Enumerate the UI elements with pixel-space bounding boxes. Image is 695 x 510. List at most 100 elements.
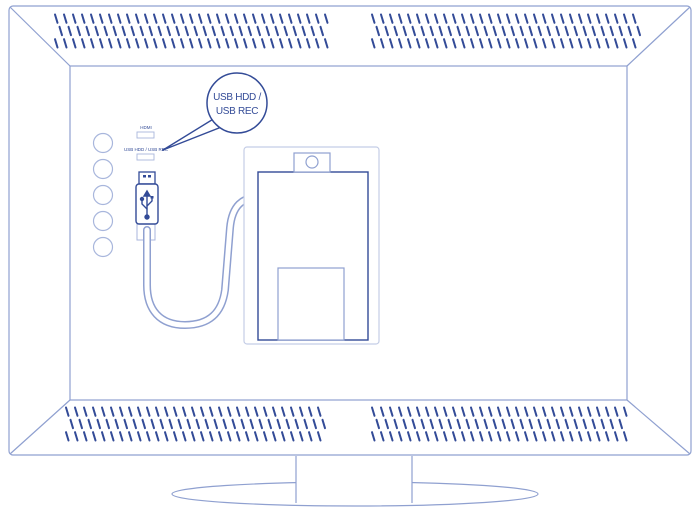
- vent-slot: [155, 431, 160, 442]
- vent-slot: [474, 25, 479, 37]
- vent-slot: [243, 13, 248, 24]
- vent-slot: [92, 431, 97, 442]
- vent-slot: [416, 13, 421, 24]
- vent-slot: [83, 431, 88, 442]
- vent-slot: [276, 418, 281, 430]
- vent-slot: [243, 38, 248, 49]
- tv-outer-frame: [8, 5, 692, 456]
- vent-slot: [573, 418, 578, 430]
- vent-slot: [324, 38, 329, 49]
- vent-slot: [470, 431, 475, 442]
- vent-slot: [263, 406, 268, 417]
- vent-slot: [186, 418, 191, 430]
- vent-slot: [560, 13, 565, 24]
- vent-slot: [429, 25, 434, 37]
- vent-slot: [216, 13, 221, 24]
- cable-inner: [144, 193, 261, 328]
- vent-slot: [105, 418, 110, 430]
- vent-slot: [510, 418, 515, 430]
- vent-slot: [411, 418, 416, 430]
- tv-cabinet: [8, 5, 692, 456]
- vent-slot: [591, 418, 596, 430]
- vent-slot: [236, 431, 241, 442]
- vent-slot: [461, 13, 466, 24]
- vent-slot: [135, 38, 140, 49]
- vent-slot: [182, 431, 187, 442]
- vent-slot: [555, 418, 560, 430]
- vent-slot: [135, 13, 140, 24]
- vent-slot: [479, 13, 484, 24]
- vent-slot: [198, 38, 203, 49]
- vent-slot: [317, 406, 322, 417]
- vent-slot: [168, 418, 173, 430]
- vent-slot: [103, 25, 108, 37]
- vent-slot: [240, 418, 245, 430]
- vent-slot: [231, 418, 236, 430]
- vent-slot: [263, 431, 268, 442]
- vent-slot: [402, 418, 407, 430]
- vent-slot: [371, 13, 376, 24]
- vent-slot: [456, 25, 461, 37]
- usb-plug-pin-b: [148, 175, 151, 178]
- side-button-3: [92, 184, 114, 206]
- vent-slot: [407, 38, 412, 49]
- vent-slot: [198, 13, 203, 24]
- vent-slot: [515, 38, 520, 49]
- vent-slot: [389, 38, 394, 49]
- bevel-top-right: [626, 6, 691, 67]
- vent-slot: [99, 38, 104, 49]
- tv-inner-panel: [69, 65, 628, 401]
- vent-slot: [130, 25, 135, 37]
- vent-slot: [632, 13, 637, 24]
- vent-slot: [578, 38, 583, 49]
- vent-slot: [537, 418, 542, 430]
- vent-slot: [524, 431, 529, 442]
- vent-slot: [114, 418, 119, 430]
- vent-slot: [515, 431, 520, 442]
- vent-slot: [591, 25, 596, 37]
- vent-slot: [452, 431, 457, 442]
- vent-slot: [281, 431, 286, 442]
- vent-slot: [569, 431, 574, 442]
- vent-slot: [587, 431, 592, 442]
- vent-slot: [81, 13, 86, 24]
- vent-slot: [162, 13, 167, 24]
- vent-slot: [272, 431, 277, 442]
- vent-slot: [315, 38, 320, 49]
- vent-slot: [209, 431, 214, 442]
- vent-slot: [402, 25, 407, 37]
- vent-slot: [551, 13, 556, 24]
- vent-slot: [173, 406, 178, 417]
- vent-slot: [222, 418, 227, 430]
- vent-slot: [234, 38, 239, 49]
- vent-slot: [371, 38, 376, 49]
- vent-slot: [159, 418, 164, 430]
- side-button-1: [92, 132, 114, 154]
- port-column: HDMI USB HDD / USB REC: [124, 125, 169, 241]
- vent-slot: [447, 25, 452, 37]
- vent-slot: [425, 38, 430, 49]
- vent-slot: [155, 406, 160, 417]
- vent-slot: [225, 38, 230, 49]
- vent-slot: [308, 431, 313, 442]
- stand-neck: [296, 456, 412, 500]
- vent-slot: [164, 431, 169, 442]
- vent-slot: [384, 418, 389, 430]
- vent-slot: [596, 406, 601, 417]
- vent-slot: [128, 406, 133, 417]
- vent-slot: [551, 38, 556, 49]
- vent-slots: [54, 13, 641, 442]
- vent-slot: [470, 13, 475, 24]
- vent-slot: [456, 418, 461, 430]
- vent-slot: [533, 431, 538, 442]
- vent-slot: [528, 418, 533, 430]
- vent-slot: [623, 431, 628, 442]
- vent-slot: [380, 38, 385, 49]
- vent-slot: [101, 431, 106, 442]
- vent-slot: [166, 25, 171, 37]
- vent-slot: [218, 406, 223, 417]
- vent-slot: [564, 418, 569, 430]
- vent-slot: [623, 38, 628, 49]
- vent-slot: [292, 25, 297, 37]
